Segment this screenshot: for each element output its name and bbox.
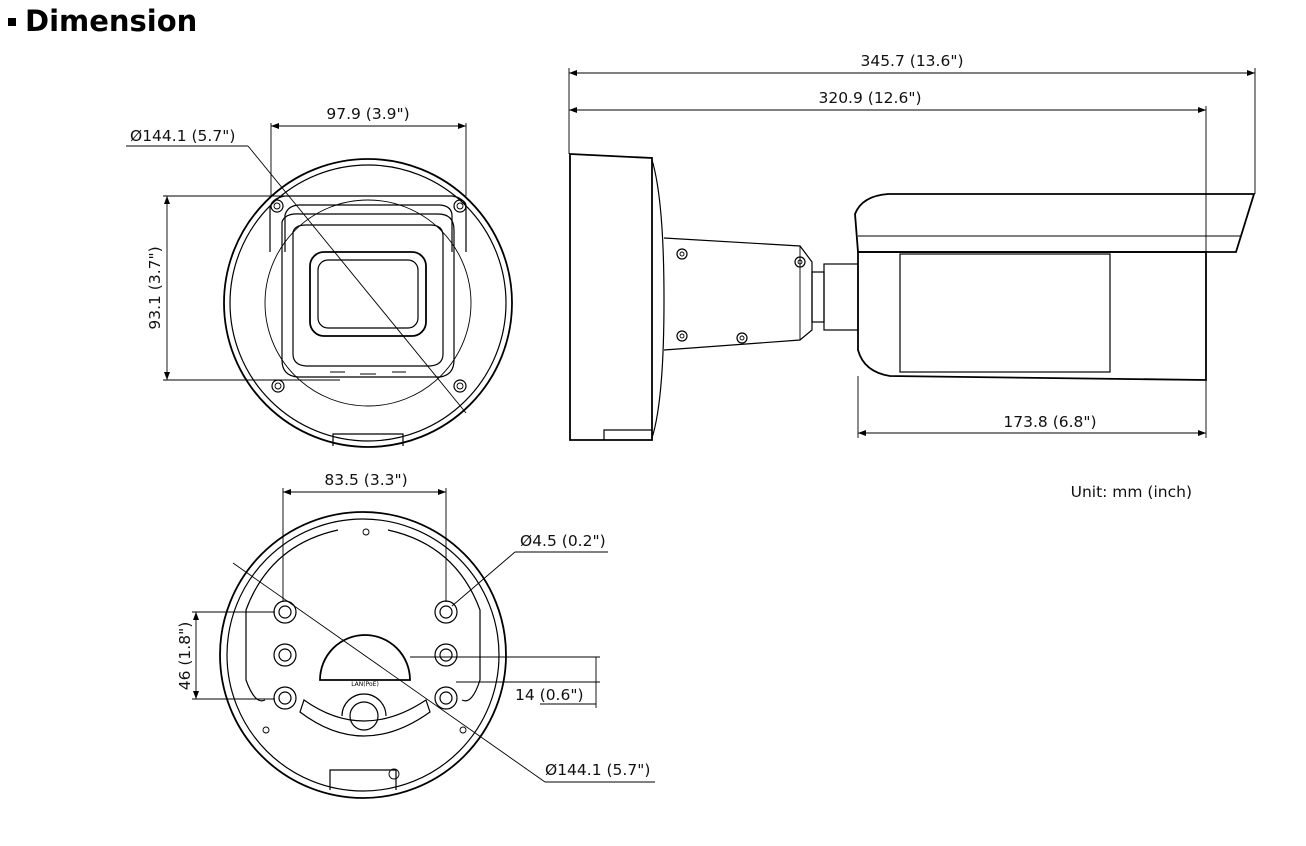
base-port-cover: [319, 634, 411, 681]
front-height-label: 93.1 (3.7"): [146, 246, 164, 329]
base-bottom-clip: [329, 769, 397, 790]
base-offset-label: 14 (0.6"): [515, 686, 584, 704]
side-housing-length-label: 173.8 (6.8"): [1003, 413, 1096, 431]
front-ring-circle: [264, 199, 472, 407]
base-hole-icon: [273, 600, 458, 710]
base-outer-circle: [219, 511, 507, 799]
front-housing-inner: [292, 224, 444, 367]
base-hole-diameter-label: Ø4.5 (0.2"): [520, 532, 606, 550]
front-diameter-label: Ø144.1 (5.7"): [130, 127, 235, 145]
section-heading: Dimension: [8, 4, 197, 38]
base-bottom-slot: [299, 699, 431, 737]
side-screw-icon: [676, 248, 806, 344]
side-total-length-label: 345.7 (13.6"): [860, 52, 963, 70]
side-body-length-label: 320.9 (12.6"): [818, 89, 921, 107]
base-hole-spacing-label: 83.5 (3.3"): [324, 471, 407, 489]
front-bottom-tab: [332, 433, 404, 446]
base-port-label: LAN(PoE): [351, 681, 379, 688]
side-window: [899, 253, 1111, 373]
unit-note: Unit: mm (inch): [1071, 483, 1192, 501]
front-sunshield-inner: [284, 204, 453, 252]
front-lens-window: [309, 251, 427, 337]
section-title: Dimension: [25, 4, 198, 38]
front-housing: [281, 213, 455, 378]
bullet-icon: [8, 18, 16, 26]
side-housing: [857, 251, 1207, 381]
base-view: LAN(PoE) 83.5 (3.3") Ø4.5 (0.2") 46 (1.8…: [176, 471, 655, 799]
side-neck-joint: [823, 263, 859, 331]
base-vertical-spacing-label: 46 (1.8"): [176, 622, 194, 691]
side-view: 345.7 (13.6") 320.9 (12.6") 173.8 (6.8"): [568, 52, 1256, 441]
base-diameter-label: Ø144.1 (5.7"): [545, 761, 650, 779]
front-lens-inner: [317, 259, 419, 329]
front-inner-circle: [229, 164, 507, 442]
side-sunshield: [854, 193, 1256, 253]
side-mount-base: [569, 153, 653, 441]
side-neck: [811, 271, 825, 323]
front-view: 97.9 (3.9") Ø144.1 (5.7") 93.1 (3.7"): [126, 105, 513, 448]
front-screw-icon: [270, 199, 467, 393]
front-width-label: 97.9 (3.9"): [326, 105, 409, 123]
front-outer-circle: [223, 158, 513, 448]
base-inner-circle: [226, 518, 500, 792]
